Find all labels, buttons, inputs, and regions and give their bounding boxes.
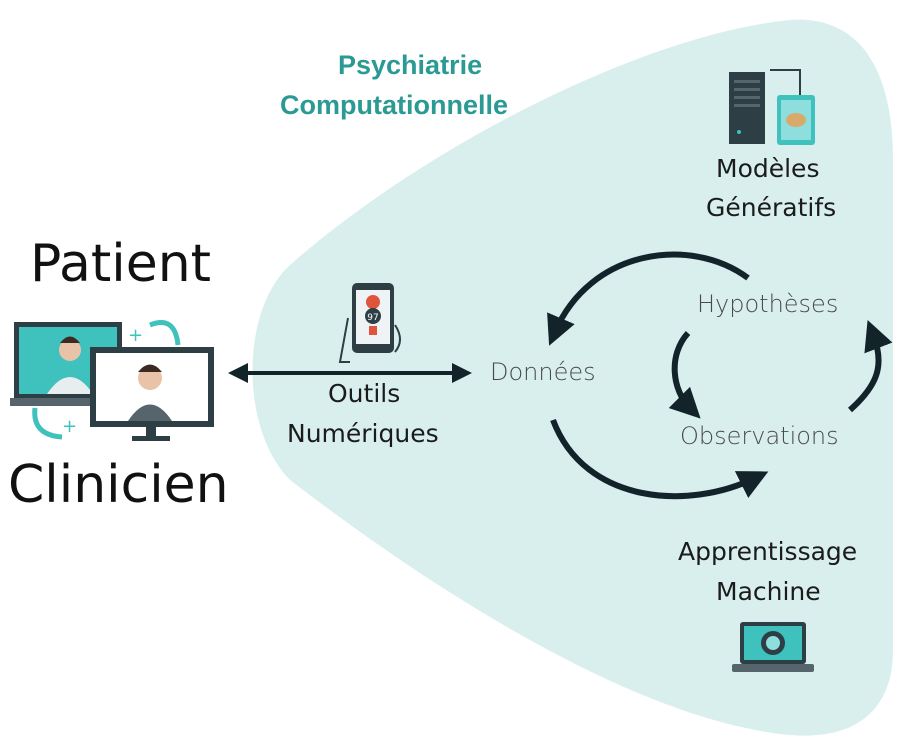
cycle-node-observations: Observations xyxy=(680,422,839,450)
tools-label-line-1: Outils xyxy=(328,379,401,408)
title-line-1: Psychiatrie xyxy=(338,50,483,80)
computational-psychiatry-region xyxy=(252,19,893,736)
cycle-node-data: Données xyxy=(490,358,596,386)
laptop-ai-icon xyxy=(732,622,814,672)
smartphone-icon: 97 xyxy=(338,283,401,363)
models-label-line-2: Génératifs xyxy=(706,193,837,222)
ml-label-line-1: Apprentissage xyxy=(678,537,858,566)
arrow-hypotheses-to-observations xyxy=(668,330,701,419)
svg-text:+: + xyxy=(128,325,143,346)
video-call-icon: + + xyxy=(10,320,214,441)
cycle-node-hypotheses: Hypothèses xyxy=(697,290,839,318)
patient-label: Patient xyxy=(30,234,212,294)
tools-label-line-2: Numériques xyxy=(287,419,439,448)
arrow-observations-to-hypotheses xyxy=(848,320,893,413)
title-line-2: Computationnelle xyxy=(280,90,508,120)
phone-value: 97 xyxy=(367,313,378,323)
server-brain-icon xyxy=(729,69,815,145)
models-label-line-1: Modèles xyxy=(716,154,820,183)
ml-label-line-2: Machine xyxy=(716,577,821,606)
arrow-hypotheses-to-data xyxy=(547,251,750,346)
clinician-label: Clinicien xyxy=(8,455,229,515)
arrow-data-to-observations xyxy=(550,418,769,500)
svg-text:+: + xyxy=(62,416,77,437)
